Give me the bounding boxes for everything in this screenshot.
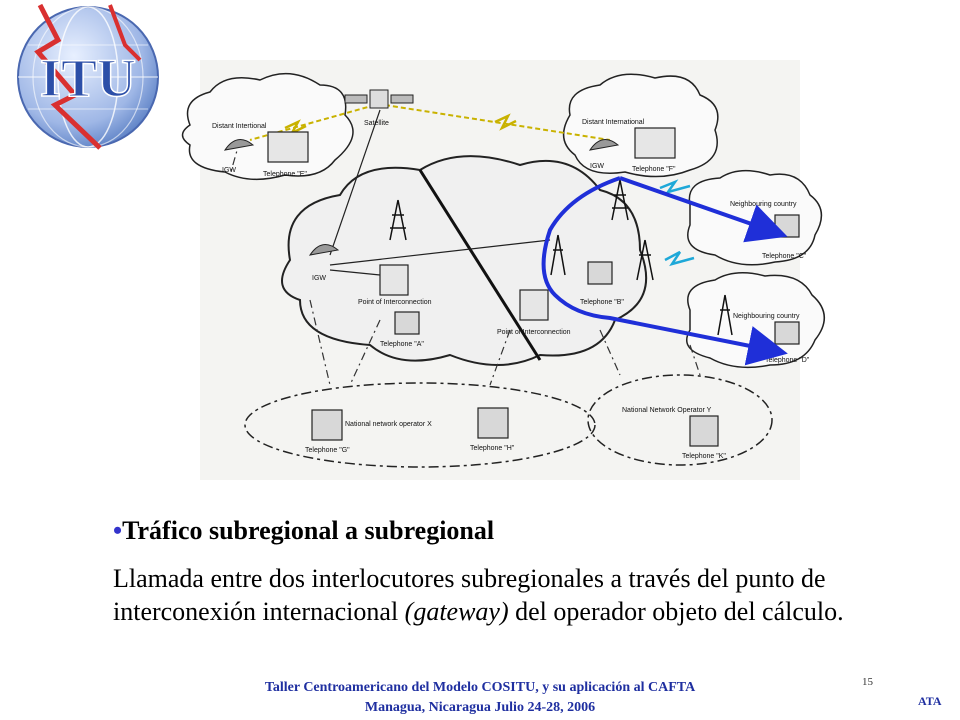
network-diagram: ITU — [17, 3, 825, 480]
label-telephone-k: Telephone "K" — [682, 453, 726, 460]
switch-icon — [267, 127, 676, 321]
label-telephone-e: Telephone "E" — [263, 171, 307, 178]
label-telephone-d: Telephone "D" — [765, 357, 810, 364]
call-path-arrows — [541, 176, 788, 366]
label-poi-left: Point of Interconnection — [358, 299, 432, 306]
footer-line-1: Taller Centroamericano del Modelo COSITU… — [264, 680, 696, 695]
corner-tag: ATA — [918, 694, 942, 708]
satellite-icon — [344, 89, 414, 109]
label-nat-op-y: National Network Operator Y — [622, 407, 712, 414]
label-poi-right: Point of Interconnection — [497, 329, 571, 336]
label-neighbour-2: Neighbouring country — [733, 313, 800, 320]
label-telephone-a: Telephone "A" — [380, 341, 424, 348]
body-text-part2: del operador objeto del cálculo. — [515, 597, 844, 626]
label-neighbour-1: Neighbouring country — [730, 201, 797, 208]
bullet-marker: • — [113, 516, 123, 545]
label-telephone-g: Telephone "G" — [305, 447, 350, 454]
body-text-part1: Llamada entre dos interlocutores subregi… — [113, 564, 826, 626]
logo-text: ITU — [40, 48, 136, 108]
label-telephone-c: Telephone "C" — [762, 253, 807, 260]
satellite-zigzags — [284, 113, 517, 136]
slide-body: Llamada entre dos interlocutores subregi… — [113, 562, 913, 628]
top-right-cloud — [562, 73, 719, 178]
heading-text: Tráfico subregional a subregional — [122, 516, 495, 545]
national-op-x-cloud — [244, 382, 596, 468]
label-telephone-b: Telephone "B" — [580, 299, 624, 306]
label-igw-left: IGW — [222, 167, 236, 174]
neighbour-cloud-2 — [686, 272, 825, 369]
radio-links — [659, 179, 695, 267]
telephone-icon — [311, 214, 800, 447]
label-nat-op-x: National network operator X — [345, 421, 432, 428]
neighbour-cloud-1 — [687, 169, 823, 266]
itu-globe-logo: ITU — [17, 3, 159, 150]
label-distant-intl-right: Distant International — [582, 119, 645, 126]
label-telephone-h: Telephone "H" — [470, 445, 515, 452]
main-cloud — [281, 155, 648, 366]
top-left-cloud — [181, 72, 354, 181]
footer-line-2: Managua, Nicaragua Julio 24-28, 2006 — [364, 700, 596, 715]
label-telephone-f: Telephone "F" — [632, 166, 676, 173]
label-distant-intl-left: Distant Intertional — [212, 123, 267, 130]
page-number: 15 — [862, 676, 873, 688]
antenna-tower-icon — [389, 179, 733, 336]
slide-heading: •Tráfico subregional a subregional — [113, 516, 494, 546]
label-satellite: Satellite — [364, 120, 389, 127]
operator-divider — [418, 169, 542, 361]
label-igw-right: IGW — [590, 163, 604, 170]
national-op-y-cloud — [587, 374, 773, 466]
slide-footer: Taller Centroamericano del Modelo COSITU… — [180, 678, 780, 718]
label-igw-main: IGW — [312, 275, 326, 282]
body-text-italic: (gateway) — [404, 597, 509, 626]
dish-icon — [223, 139, 620, 256]
